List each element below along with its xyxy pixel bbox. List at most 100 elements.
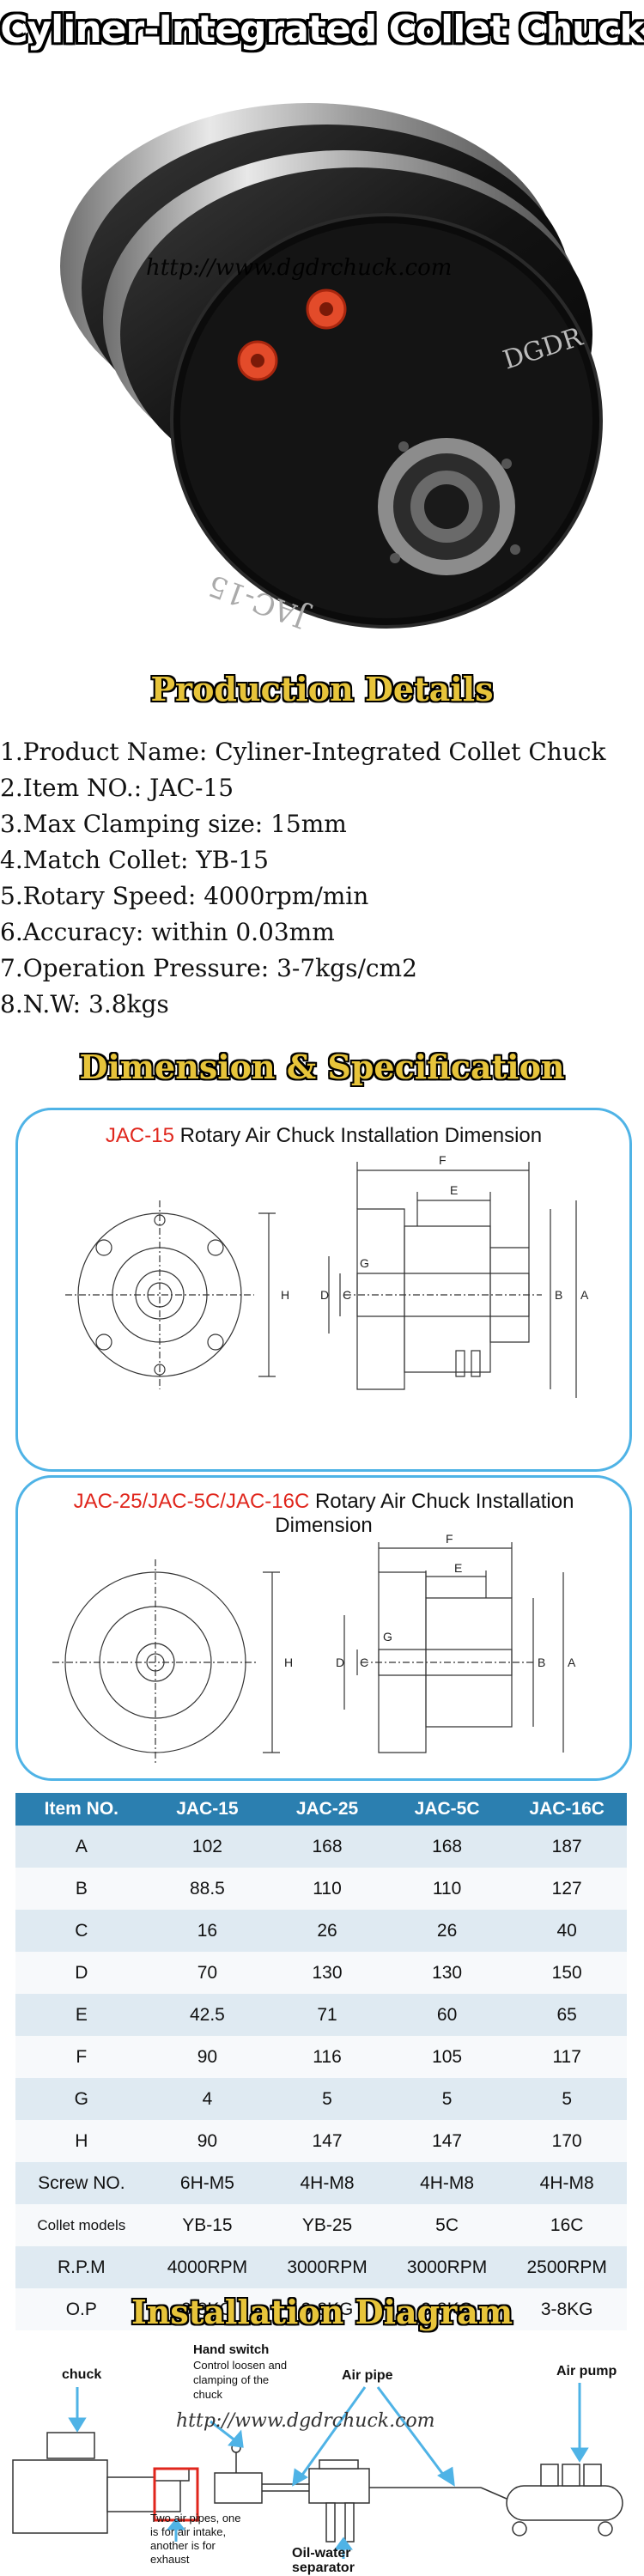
table-cell: 5C	[386, 2204, 507, 2246]
panel1-title-rest: Rotary Air Chuck Installation Dimension	[173, 1124, 543, 1147]
panel1-title: JAC-15 Rotary Air Chuck Installation Dim…	[18, 1124, 629, 1148]
table-cell: 2500RPM	[507, 2246, 627, 2288]
collet-chuck-image: DGDR JAC-15 http://www.dgdrchuck.com	[60, 103, 603, 635]
table-cell: 3000RPM	[386, 2246, 507, 2288]
pipes-note: is for air intake,	[150, 2525, 227, 2538]
table-cell: 3-8KG	[147, 2288, 268, 2330]
table-row-label: A	[15, 1826, 148, 1868]
dimension-title: Dimension & Specification	[79, 1048, 565, 1086]
table-cell: 187	[507, 1826, 627, 1868]
detail-item: 1.Product Name: Cyliner-Integrated Colle…	[0, 738, 606, 766]
table-cell: 3-8KG	[386, 2288, 507, 2330]
panel2-title: JAC-25/JAC-5C/JAC-16C Rotary Air Chuck I…	[18, 1490, 629, 1538]
hand-switch-desc: Control loosen and	[193, 2359, 288, 2372]
detail-item: 7.Operation Pressure: 3-7kgs/cm2	[0, 954, 417, 982]
table-cell: 5	[507, 2078, 627, 2120]
table-cell: 130	[386, 1952, 507, 1994]
table-cell: 26	[267, 1910, 387, 1952]
svg-text:E: E	[450, 1183, 458, 1197]
production-details-title: Production Details	[150, 670, 494, 708]
svg-text:A: A	[568, 1656, 576, 1669]
table-cell: 110	[267, 1868, 387, 1910]
table-cell: YB-25	[267, 2204, 387, 2246]
table-cell: 6H-M5	[147, 2162, 268, 2204]
table-header: JAC-25	[267, 1793, 387, 1826]
table-row-label: Screw NO.	[15, 2162, 148, 2204]
table-cell: 127	[507, 1868, 627, 1910]
table-cell: 117	[507, 2036, 627, 2078]
table-cell: 150	[507, 1952, 627, 1994]
detail-item: 6.Accuracy: within 0.03mm	[0, 918, 335, 946]
table-cell: 110	[386, 1868, 507, 1910]
table-header-row: Item NO. JAC-15 JAC-25 JAC-5C JAC-16C	[15, 1793, 627, 1826]
table-cell: 70	[147, 1952, 268, 1994]
table-cell: 5	[386, 2078, 507, 2120]
table-cell: 3000RPM	[267, 2246, 387, 2288]
svg-text:F: F	[446, 1532, 453, 1546]
table-cell: 4000RPM	[147, 2246, 268, 2288]
diagram-watermark: http://www.dgdrchuck.com	[176, 2410, 435, 2432]
panel2-model: JAC-25/JAC-5C/JAC-16C	[73, 1490, 310, 1513]
table-cell: 5	[267, 2078, 387, 2120]
svg-text:C: C	[360, 1656, 368, 1669]
table-cell: 105	[386, 2036, 507, 2078]
separator-label: separator	[292, 2561, 355, 2575]
svg-text:A: A	[580, 1288, 589, 1302]
table-cell: 40	[507, 1910, 627, 1952]
svg-text:G: G	[360, 1256, 369, 1270]
air-pipe-label: Air pipe	[342, 2368, 393, 2383]
detail-item: 3.Max Clamping size: 15mm	[0, 810, 347, 838]
table-cell: YB-15	[147, 2204, 268, 2246]
table-cell: 3-8KG	[267, 2288, 387, 2330]
table-row-label: H	[15, 2120, 148, 2162]
table-cell: 116	[267, 2036, 387, 2078]
panel1-model: JAC-15	[105, 1124, 174, 1147]
detail-item: 4.Match Collet: YB-15	[0, 846, 269, 874]
table-row-label: E	[15, 1994, 148, 2036]
table-row-label: R.P.M	[15, 2246, 148, 2288]
panel1-drawing: H F E D C B A G	[18, 1153, 589, 1469]
table-cell: 71	[267, 1994, 387, 2036]
svg-text:H: H	[281, 1288, 289, 1302]
svg-text:G: G	[383, 1630, 392, 1643]
table-cell: 16C	[507, 2204, 627, 2246]
page-title: Cyliner-Integrated Collet Chuck	[0, 8, 644, 52]
table-header: JAC-16C	[507, 1793, 627, 1826]
table-row-label: Collet models	[15, 2204, 148, 2246]
production-details-list: 1.Product Name: Cyliner-Integrated Colle…	[0, 734, 644, 1023]
table-cell: 42.5	[147, 1994, 268, 2036]
svg-text:B: B	[555, 1288, 562, 1302]
air-pump-label: Air pump	[556, 2364, 617, 2379]
pipes-note: Two air pipes, one	[150, 2512, 241, 2524]
table-cell: 4	[147, 2078, 268, 2120]
table-cell: 4H-M8	[267, 2162, 387, 2204]
table-header: JAC-15	[147, 1793, 268, 1826]
table-cell: 4H-M8	[386, 2162, 507, 2204]
table-row-label: B	[15, 1868, 148, 1910]
table-cell: 60	[386, 1994, 507, 2036]
table-row-label: O.P	[15, 2288, 148, 2330]
dimension-panel-jac25: JAC-25/JAC-5C/JAC-16C Rotary Air Chuck I…	[15, 1475, 632, 1781]
pipes-note: exhaust	[150, 2553, 190, 2566]
table-cell: 90	[147, 2120, 268, 2162]
chuck-label: chuck	[62, 2367, 102, 2382]
table-cell: 26	[386, 1910, 507, 1952]
hand-switch-desc: chuck	[193, 2388, 222, 2401]
table-cell: 88.5	[147, 1868, 268, 1910]
table-cell: 130	[267, 1952, 387, 1994]
table-row-label: C	[15, 1910, 148, 1952]
svg-text:D: D	[336, 1656, 344, 1669]
table-cell: 102	[147, 1826, 268, 1868]
svg-text:C: C	[343, 1288, 351, 1302]
installation-drawing	[12, 2383, 623, 2559]
table-row-label: G	[15, 2078, 148, 2120]
table-cell: 168	[386, 1826, 507, 1868]
